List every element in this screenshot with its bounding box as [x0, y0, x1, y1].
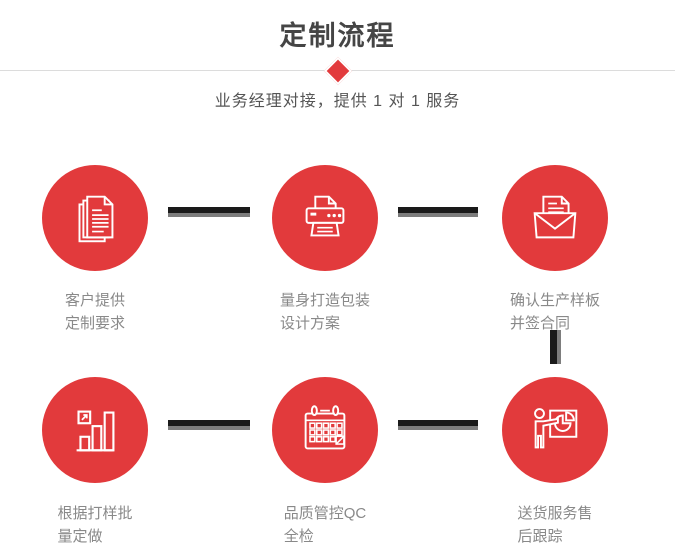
connector-step2-step3: [398, 207, 478, 217]
step-delivery-tracking-label: 送货服务售 后跟踪: [517, 505, 593, 545]
connector-step3-step6: [550, 330, 561, 364]
connector-step5-step6: [398, 420, 478, 430]
step-customer-requirements-label: 客户提供 定制要求: [64, 292, 125, 332]
step-quality-control-circle: [272, 377, 378, 483]
step-sample-confirmation-label: 确认生产样板 并签合同: [509, 292, 600, 332]
step-delivery-tracking-circle: [502, 377, 608, 483]
step-batch-production-circle: [42, 377, 148, 483]
presentation-icon: [534, 408, 578, 449]
documents-icon: [78, 195, 114, 243]
printer-icon: [305, 195, 345, 237]
step-customer-requirements-circle: [42, 165, 148, 271]
step-packaging-design-circle: [272, 165, 378, 271]
connector-step4-step5: [168, 420, 250, 430]
bar-chart-icon: [76, 410, 115, 452]
connector-step1-step2: [168, 207, 250, 217]
diamond-marker: [323, 56, 353, 86]
calendar-icon: [304, 405, 346, 450]
step-packaging-design-label: 量身打造包装 设计方案: [279, 292, 370, 332]
step-sample-confirmation-circle: [502, 165, 608, 271]
subtitle: 业务经理对接，提供 1 对 1 服务: [214, 93, 461, 110]
step-batch-production-label: 根据打样批 量定做: [57, 505, 133, 545]
page-title: 定制流程: [279, 21, 396, 51]
envelope-icon: [533, 195, 577, 239]
step-quality-control-label: 品质管控QC 全检: [283, 505, 367, 545]
